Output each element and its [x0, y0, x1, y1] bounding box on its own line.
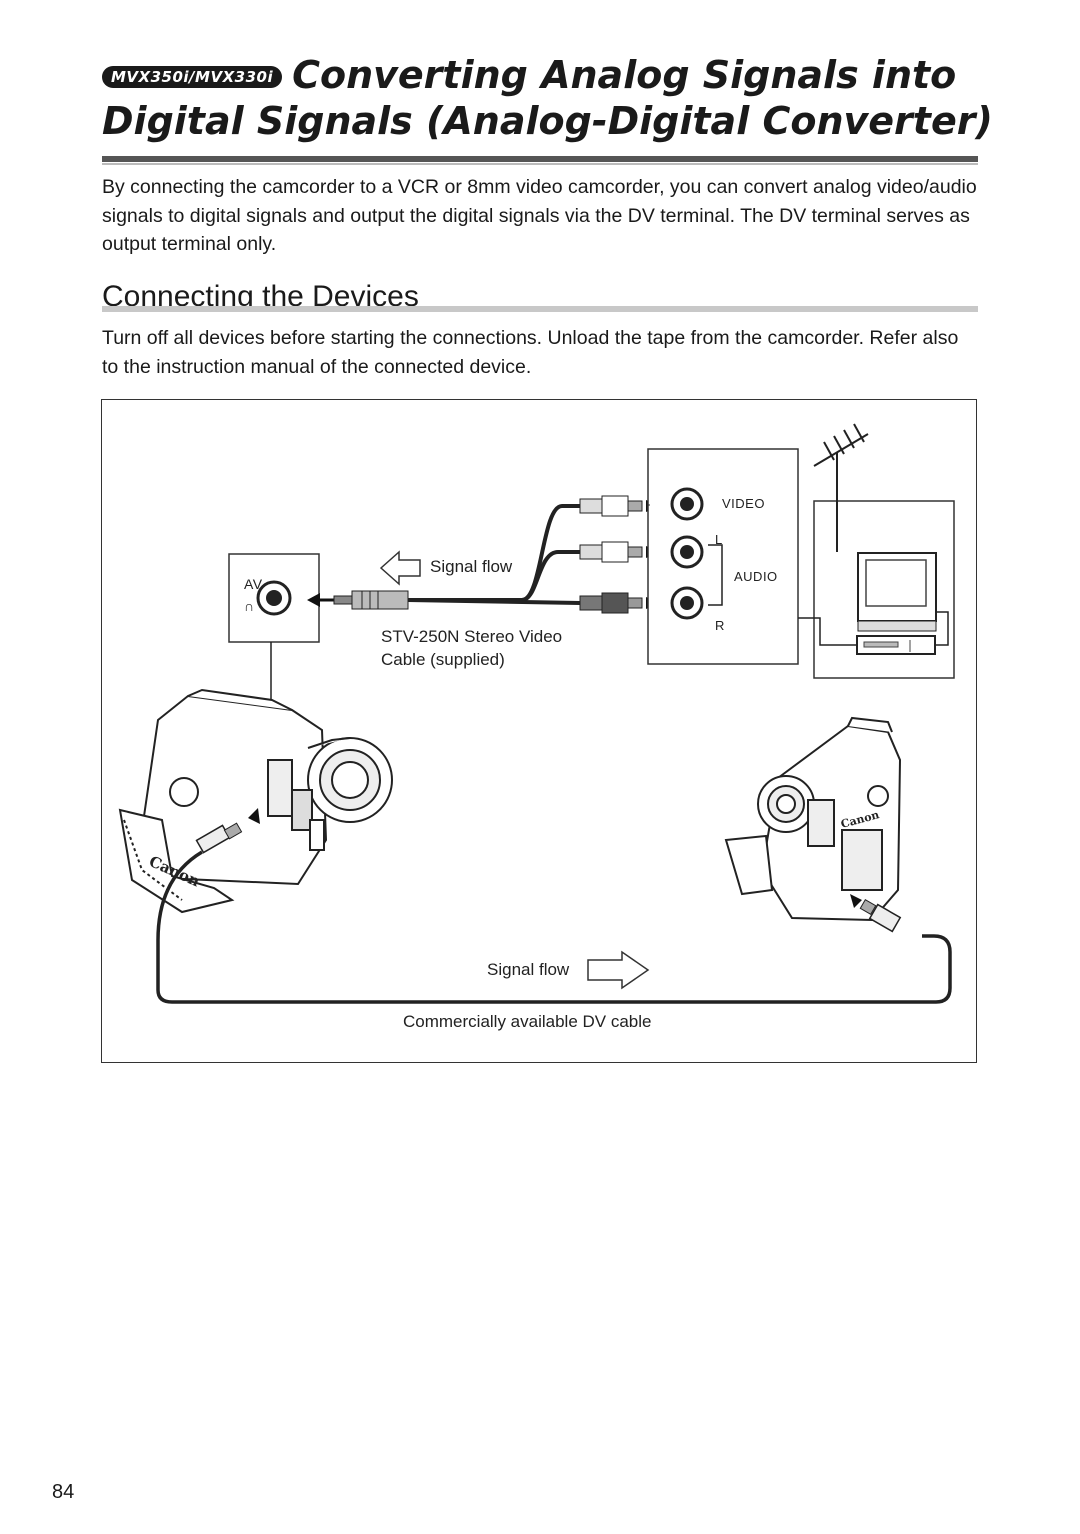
title-line-2: Digital Signals (Analog-Digital Converte… — [102, 99, 993, 143]
cable-audio-l — [408, 550, 580, 602]
page-number: 84 — [52, 1481, 75, 1503]
rca-plug-audio-l — [579, 541, 643, 563]
mini-plug-icon — [333, 595, 353, 605]
dv-cable-label: Commercially available DV cable — [403, 1012, 652, 1031]
headphone-icon: ∩ — [244, 598, 255, 614]
signal-flow-label-bottom: Signal flow — [487, 960, 570, 979]
rca-plug-video — [579, 495, 643, 517]
signal-flow-arrow-top — [379, 550, 421, 586]
audio-l-jack-label: L — [715, 532, 723, 547]
audio-bracket — [708, 544, 723, 606]
model-badge: MVX350i/MVX330i — [102, 66, 283, 88]
video-jack-label: VIDEO — [722, 496, 765, 511]
left-camcorder-icon — [118, 688, 393, 914]
connection-diagram: Canon Canon AV ∩ Signal flow STV-250N St… — [101, 399, 977, 1063]
signal-flow-arrow-bottom — [587, 950, 650, 990]
antenna-icon — [813, 423, 869, 552]
intro-paragraph: By connecting the camcorder to a VCR or … — [102, 176, 977, 255]
vcr-icon — [856, 635, 936, 655]
plug-arrow-av — [307, 593, 320, 607]
signal-flow-label-top: Signal flow — [430, 557, 513, 576]
av-label: AV — [244, 576, 263, 592]
vcr-connection-line — [798, 617, 857, 646]
cable-label-line2: Cable (supplied) — [381, 650, 505, 669]
diagram-drawing: Canon Canon — [118, 423, 955, 1004]
tv-icon — [857, 552, 937, 632]
audio-label: AUDIO — [734, 569, 778, 584]
rca-plug-audio-r — [579, 592, 643, 614]
audio-r-jack-label: R — [715, 618, 725, 633]
page-title: MVX350i/MVX330i Converting Analog Signals… — [102, 52, 993, 144]
title-rule-shadow — [102, 163, 978, 165]
cable-label-line1: STV-250N Stereo Video — [381, 627, 563, 646]
dv-plug-right-icon — [850, 894, 902, 933]
dv-cable-line — [156, 850, 952, 1004]
title-line-1: MVX350i/MVX330i Converting Analog Signals… — [102, 52, 978, 98]
right-camcorder-icon — [724, 716, 902, 922]
title-rule — [102, 156, 978, 162]
dv-plug-left-icon — [195, 808, 260, 854]
title-text-1: Converting Analog Signals into — [292, 53, 957, 97]
cable-audio-r — [407, 598, 581, 605]
section-heading-rule — [102, 306, 978, 312]
section-paragraph: Turn off all devices before starting the… — [102, 327, 959, 378]
